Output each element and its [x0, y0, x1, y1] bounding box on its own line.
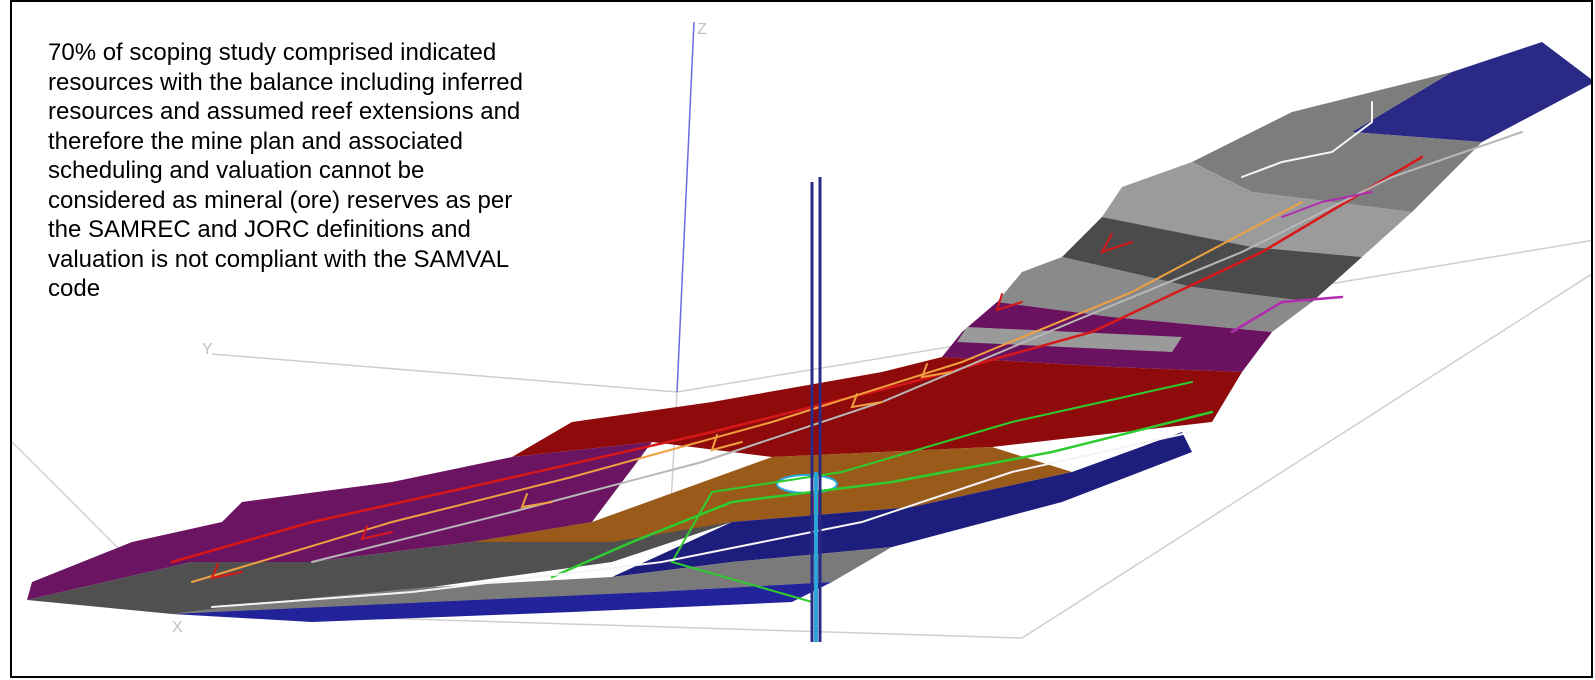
- grey-lower-band: [172, 547, 892, 617]
- z-axis-label: Z: [697, 21, 707, 38]
- magenta-drive: [1230, 295, 1344, 334]
- blue-lower-band: [612, 432, 1192, 577]
- orange-band: [472, 447, 1072, 542]
- upper-grey-band-1: [1352, 42, 1591, 142]
- x-axis-label: X: [172, 619, 183, 636]
- disclaimer-caption: 70% of scoping study comprised indicated…: [48, 39, 523, 302]
- crosscut-ladder-3: [920, 363, 953, 379]
- mine-3d-model: Z Y X: [12, 21, 1591, 642]
- shafts: [810, 177, 822, 642]
- y-axis-label: Y: [202, 341, 213, 358]
- mine-model-frame: Z Y X: [10, 0, 1593, 678]
- crosscut-ladder-8: [210, 563, 243, 580]
- crosscut-ladder-7: [360, 525, 393, 541]
- upper-grey-band-4: [1062, 217, 1362, 302]
- development-drives: [170, 101, 1523, 608]
- crosscut-ladder-4: [850, 393, 883, 409]
- upper-grey-band-5: [997, 257, 1312, 332]
- orebody-surface: [27, 42, 1591, 622]
- crosscut-ladder-1: [1099, 233, 1133, 254]
- orange-drive: [191, 201, 1303, 583]
- white-drive: [211, 431, 1193, 608]
- crosscut-ladder-2: [995, 293, 1023, 312]
- left-grey-wing: [27, 522, 732, 614]
- upper-grey-band-3: [1102, 162, 1412, 257]
- z-axis-line: [676, 21, 695, 393]
- crosscut-ladder-6: [520, 493, 553, 509]
- white-upper-drive: [1241, 101, 1373, 178]
- blue-footwall-strip: [172, 582, 832, 622]
- upper-grey-band-2: [1192, 72, 1482, 212]
- magenta-drive-upper: [1281, 191, 1373, 218]
- green-drive-2: [670, 381, 1193, 603]
- red-band: [512, 357, 1242, 457]
- crosscut-ladder-5: [710, 434, 743, 452]
